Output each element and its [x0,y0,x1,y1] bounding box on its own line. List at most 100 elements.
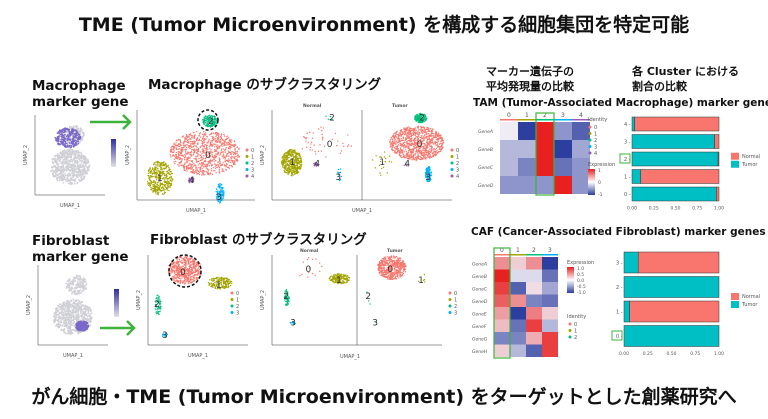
heatmap-cell [494,257,510,270]
prop-tick: 0.00 [627,206,637,212]
identity-bar [494,254,510,256]
arrow-head-icon [126,320,136,336]
umap-x-label: UMAP_1 [186,208,206,214]
legend-dot [450,168,454,171]
heatmap-cell [542,319,558,332]
heatmap-cell [542,257,558,270]
umap-y-label: UMAP_2 [26,295,32,315]
heatmap-cell [526,257,542,270]
legend-normal: Normal [742,154,760,160]
legend-tumor: Tumor [741,302,758,308]
caf-row-GeneB: GeneB [472,274,487,280]
cluster-label: 1 [379,158,385,168]
legend-dot [230,311,234,314]
heatmap-cell [542,307,558,320]
heatmap-cell [572,140,590,158]
caf-expression-legend-title: Expression [567,260,594,266]
legend-dot [448,298,452,301]
bar-tumor [623,300,630,323]
identity-bar [536,119,554,121]
heatmap-cell [542,282,558,295]
heatmap-cell [542,294,558,307]
cluster-label: 3 [162,331,168,341]
highlight-box [535,112,555,196]
heatmap-cell [554,140,572,158]
heatmap-cell [554,122,572,140]
bar-normal [634,116,720,132]
heatmap-cell [572,158,590,176]
heatmap-cell [494,332,510,345]
expression-tick: 1.0 [577,266,584,272]
heatmap-cell [494,282,510,295]
prop-tick: 0.50 [667,351,677,357]
legend-tumor-swatch [731,301,739,308]
caf-col-3: 3 [548,247,552,254]
heatmap-cell [494,307,510,320]
legend-dot [568,329,572,332]
expression-tick: -1.0 [577,290,586,296]
caf-row-GeneE: GeneE [472,311,487,317]
legend-dot [588,151,592,155]
caf-identity-legend-title: Identity [567,314,586,320]
legend-tumor-swatch [731,160,739,168]
expression-tick: 1 [598,168,601,174]
split-x-label: UMAP_1 [340,354,360,360]
expression-colorbar [567,267,574,293]
legend-dot [450,155,454,158]
legend-normal: Normal [742,294,760,300]
cluster-label: 0 [205,151,211,161]
split-title-normal: Normal [303,103,322,109]
identity-bar [542,254,558,256]
cluster-label: 2 [419,113,425,123]
prop-tick: 0.75 [692,206,702,212]
cluster-label: 4 [404,160,410,170]
legend-dot [448,311,452,314]
heatmap-cell [536,140,554,158]
macro-legend-0: 0 [251,148,254,154]
heatmap-cell [518,158,536,176]
cluster-label: 0 [306,265,312,275]
cluster-label: 0 [327,140,333,150]
caf-row-GeneC: GeneC [472,286,488,292]
fibroblast-subclustering-title: Fibroblast のサブクラスタリング [150,232,367,248]
prop-tick: 0.50 [671,206,681,212]
caf-row-GeneG: GeneG [472,336,488,342]
macro-legend-3: 3 [251,168,254,174]
caf-row-GeneD: GeneD [472,299,488,305]
legend-tumor: Tumor [741,162,758,168]
cluster-label: 1 [216,281,222,291]
highlight-circle [168,254,202,288]
highlight-box [611,330,623,341]
identity-bar [510,254,526,256]
bar-tumor [623,276,720,298]
bar-tumor [631,116,635,132]
cluster-label: 0 [417,140,423,150]
umap-y-label: UMAP_2 [260,290,266,310]
cluster-label: 2 [154,300,160,310]
caf-id-legend-1: 1 [574,329,577,335]
heatmap-cell [500,122,518,140]
macrophage-subclustering-title: Macrophage のサブクラスタリング [148,77,382,93]
legend-dot [448,291,452,295]
tam-identity-legend-title: Identity [588,117,607,123]
highlight-circle [197,109,219,131]
fibroblast-umap: 0 1 2 3 [154,255,233,341]
heatmap-cell [542,269,558,282]
heatmap-cell [526,294,542,307]
expression-tick: -0.5 [577,284,586,290]
legend-dot [245,148,249,152]
tam-col-4: 4 [579,112,583,119]
split-title-tumor: Tumor [387,248,404,254]
heatmap-cell [510,282,526,295]
caf-col-1: 1 [516,247,520,254]
macro-split-legend-4: 4 [456,174,459,180]
legend-dot [230,304,234,308]
fibro-legend-0: 0 [236,291,239,297]
bar-normal [716,186,720,202]
heatmap-cell [536,122,554,140]
cluster-label: 0 [180,268,186,278]
legend-dot [568,322,572,326]
fibro-split-legend-1: 1 [454,298,457,304]
tam-id-legend-4: 4 [594,151,597,157]
